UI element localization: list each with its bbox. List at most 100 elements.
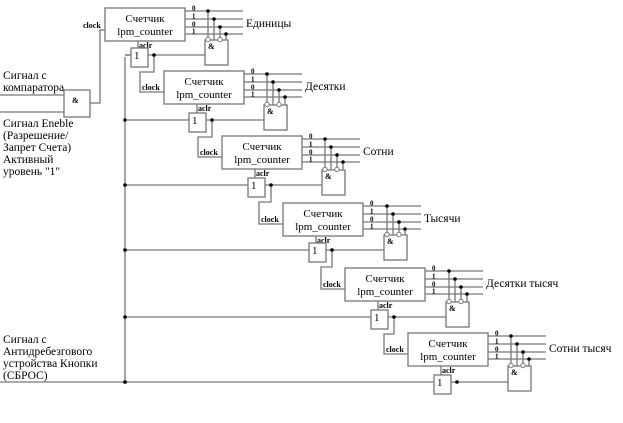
clock-pin-label: clock xyxy=(261,215,279,224)
bit-label: 1 xyxy=(495,338,499,346)
aclr-pin-label: aclr xyxy=(139,41,153,50)
counter-title: Счетчик xyxy=(184,76,224,88)
and-gate-symbol: & xyxy=(208,42,215,51)
labels: Сигнал с компаратора Сигнал Eneble (Разр… xyxy=(3,70,98,382)
counter-title: Счетчик xyxy=(303,208,343,220)
bit-label: 0 xyxy=(495,330,499,338)
clock-pin-label: clock xyxy=(200,148,218,157)
clock-pin-label: clock xyxy=(142,83,160,92)
counter-title: Счетчик xyxy=(365,273,405,285)
bit-label: 0 xyxy=(370,200,374,208)
counter-type: lpm_counter xyxy=(117,26,173,38)
inverter-bubble xyxy=(334,166,340,173)
counter-box xyxy=(344,267,426,302)
enable-signal-label-line2: (Разрешение/ xyxy=(3,130,69,142)
carry-to-clock-wire xyxy=(258,185,283,225)
bus-junction-dot xyxy=(123,248,127,252)
carry-to-clock-wire xyxy=(320,250,345,290)
inverter-bubble xyxy=(205,36,211,43)
bit-tap-dot xyxy=(271,80,275,84)
bit-tap-dot xyxy=(335,153,339,157)
bit-tap-dot xyxy=(403,227,407,231)
components: &clockСчетчикlpm_counteraclr0101Единицы&… xyxy=(63,5,612,395)
bit-label: 0 xyxy=(432,281,436,289)
bus-junction-dot xyxy=(123,183,127,187)
bit-tap-dot xyxy=(323,137,327,141)
counter-title: Счетчик xyxy=(125,13,165,25)
bit-tap-dot xyxy=(527,357,531,361)
bit-label: 1 xyxy=(192,13,196,21)
inverter-bubble xyxy=(508,362,514,369)
carry-to-clock-wire xyxy=(139,55,164,93)
or-gate-symbol: 1 xyxy=(134,50,140,62)
inverter-bubble xyxy=(264,101,270,108)
or-gate-symbol: 1 xyxy=(312,245,318,257)
carry-junction-dot xyxy=(152,53,156,57)
bit-label: 1 xyxy=(432,288,436,296)
reset-signal-label-line2: Антидребезгового xyxy=(3,346,93,358)
bit-tap-dot xyxy=(397,220,401,224)
counter-type: lpm_counter xyxy=(420,351,476,363)
and-gate xyxy=(445,301,470,328)
bit-label: 1 xyxy=(309,141,313,149)
counter-type: lpm_counter xyxy=(357,286,413,298)
and-gate-symbol: & xyxy=(267,107,274,116)
bit-tap-dot xyxy=(521,350,525,354)
or-gate-symbol: 1 xyxy=(192,115,198,127)
aclr-pin-label: aclr xyxy=(256,169,270,178)
inverter-bubble xyxy=(396,231,402,238)
bit-tap-dot xyxy=(212,17,216,21)
bit-tap-dot xyxy=(515,342,519,346)
counter-box xyxy=(104,7,186,42)
aclr-pin-label: aclr xyxy=(442,366,456,375)
and-gate-symbol: & xyxy=(387,237,394,246)
bit-label: 0 xyxy=(370,216,374,224)
bit-tap-dot xyxy=(218,25,222,29)
and-gate xyxy=(507,365,532,392)
reset-bus-junction-dot xyxy=(123,380,127,384)
or-gate xyxy=(188,112,207,133)
bit-tap-dot xyxy=(385,204,389,208)
and-gate xyxy=(204,39,229,66)
bit-label: 0 xyxy=(192,21,196,29)
reset-signal-label-line3: устройства Кнопки xyxy=(3,358,98,370)
inverter-bubble xyxy=(446,298,452,305)
counter-type: lpm_counter xyxy=(234,154,290,166)
reset-signal-label-line4: (СБРОС) xyxy=(3,370,48,382)
bus-junction-dot xyxy=(123,315,127,319)
counter-title: Счетчик xyxy=(242,141,282,153)
and-gate-symbol: & xyxy=(325,172,332,181)
input-gate-to-clock-wire xyxy=(90,29,105,104)
inverter-bubble xyxy=(276,101,282,108)
inverter-bubble xyxy=(322,166,328,173)
enable-signal-label-line4: Активный xyxy=(3,154,53,166)
stage-output-label: Десятки тысяч xyxy=(486,278,559,290)
bit-label: 1 xyxy=(432,273,436,281)
bit-label: 0 xyxy=(192,5,196,13)
or-gate xyxy=(308,242,327,263)
bit-tap-dot xyxy=(447,269,451,273)
input-and-gate xyxy=(63,89,91,118)
or-gate xyxy=(247,177,266,198)
bit-tap-dot xyxy=(465,292,469,296)
bit-label: 0 xyxy=(309,133,313,141)
aclr-pin-label: aclr xyxy=(198,104,212,113)
or-gate-symbol: 1 xyxy=(251,180,257,192)
counter-box xyxy=(407,332,489,367)
bit-label: 0 xyxy=(432,265,436,273)
bit-label: 0 xyxy=(495,346,499,354)
inverter-bubble xyxy=(520,362,526,369)
and-gate-symbol: & xyxy=(511,368,518,377)
bit-tap-dot xyxy=(453,277,457,281)
inverter-bubble xyxy=(384,231,390,238)
stage-output-label: Сотни xyxy=(363,146,394,158)
clock-pin-label: clock xyxy=(323,280,341,289)
enable-signal-label-line5: уровень "1" xyxy=(3,166,60,178)
stage-output-label: Единицы xyxy=(246,18,291,30)
